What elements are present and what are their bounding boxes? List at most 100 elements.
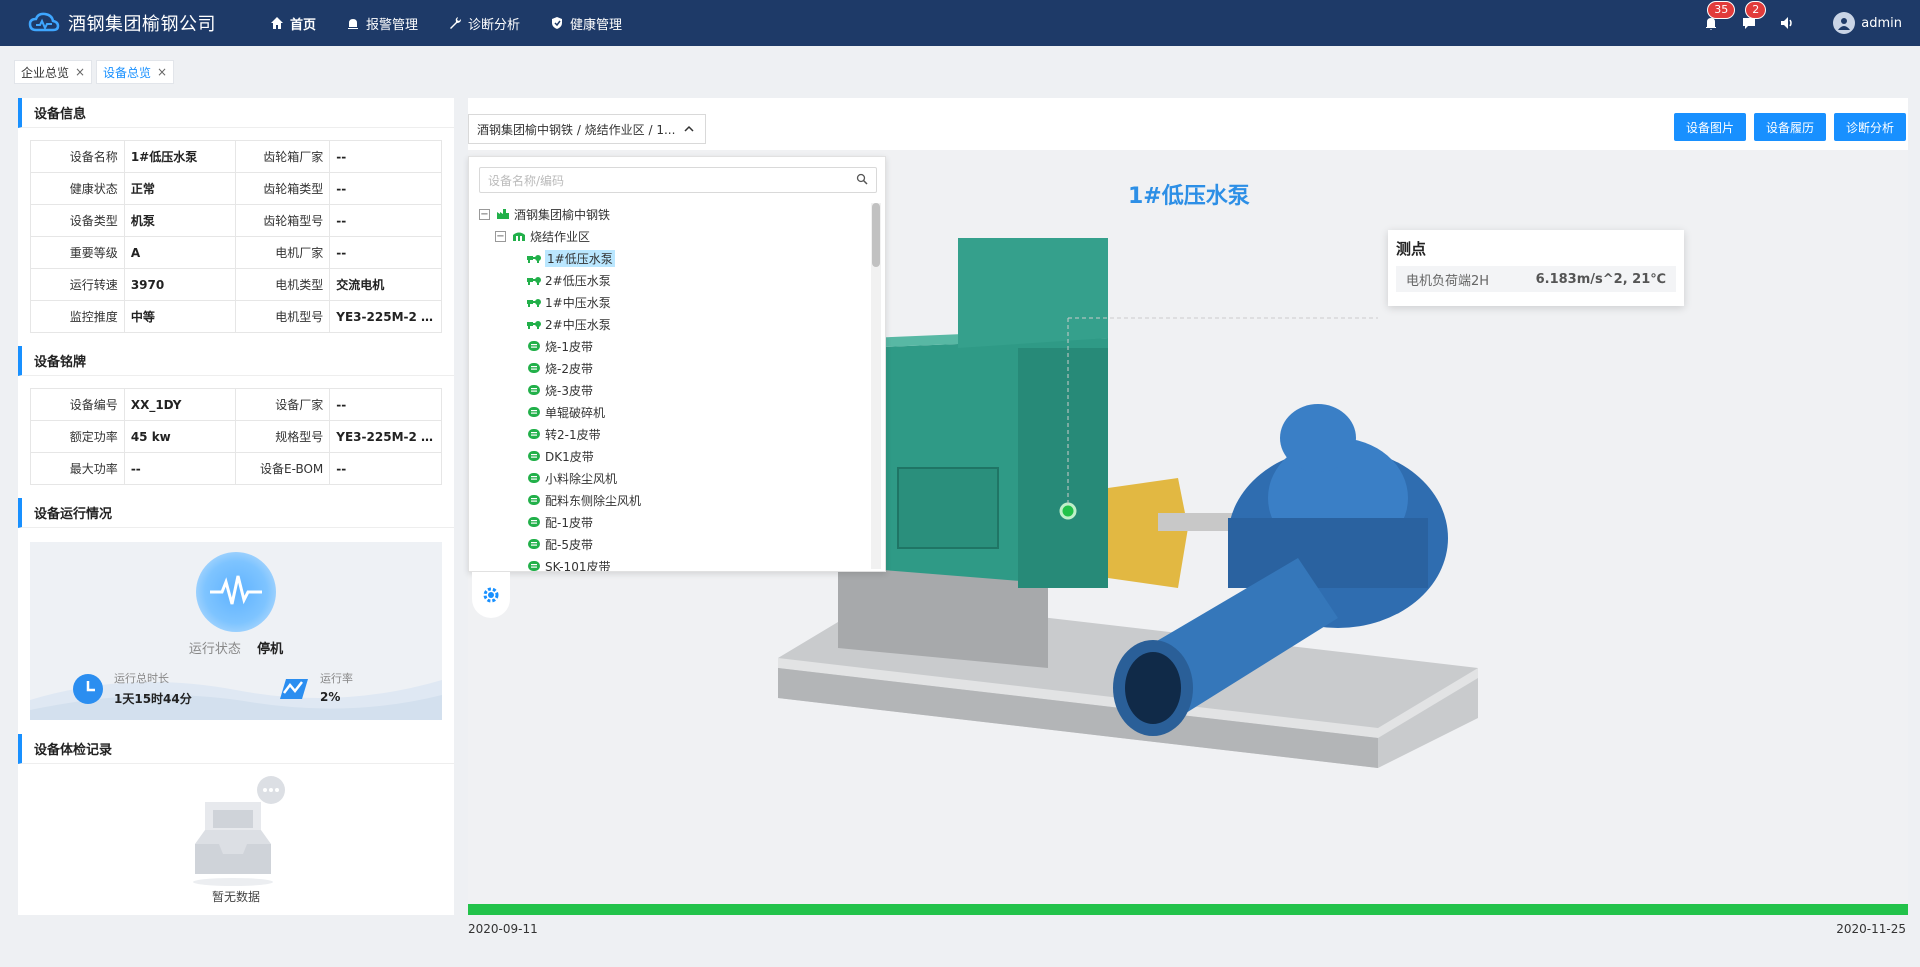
belt-icon bbox=[528, 385, 540, 395]
belt-icon bbox=[528, 473, 540, 483]
wrench-icon bbox=[450, 17, 462, 29]
device-selector[interactable]: 酒钢集团榆中钢铁 / 烧结作业区 / 1... bbox=[468, 114, 706, 144]
tree-item[interactable]: 2#中压水泵 bbox=[479, 313, 859, 335]
chevron-up-icon bbox=[684, 125, 694, 132]
tree-scrollbar[interactable] bbox=[871, 203, 881, 569]
message-notification[interactable]: 2 bbox=[1739, 1, 1767, 33]
message-badge: 2 bbox=[1745, 1, 1767, 19]
app-logo[interactable]: 酒钢集团榆钢公司 bbox=[28, 10, 258, 36]
timeline-bar[interactable] bbox=[468, 904, 1908, 915]
device-images-button[interactable]: 设备图片 bbox=[1674, 113, 1746, 141]
sound-toggle[interactable] bbox=[1777, 13, 1797, 33]
field-label: 电机型号 bbox=[235, 300, 331, 333]
pump-3d-model[interactable] bbox=[778, 238, 1678, 798]
empty-text: 暂无数据 bbox=[211, 890, 260, 904]
field-label: 监控推度 bbox=[30, 300, 125, 333]
tree-area[interactable]: − 烧结作业区 bbox=[479, 225, 859, 247]
empty-state bbox=[18, 774, 454, 897]
tree-item-label: 2#中压水泵 bbox=[545, 317, 611, 332]
tree-item[interactable]: SK-101皮带 bbox=[479, 555, 859, 572]
collapse-icon[interactable]: − bbox=[495, 230, 506, 242]
run-rate-value: 2% bbox=[320, 690, 341, 704]
field-value: -- bbox=[329, 236, 442, 269]
close-icon[interactable]: × bbox=[75, 65, 86, 79]
area-icon bbox=[513, 232, 525, 241]
tree-item[interactable]: 小料除尘风机 bbox=[479, 467, 859, 489]
close-icon[interactable]: × bbox=[157, 65, 168, 79]
alarm-badge: 35 bbox=[1707, 1, 1736, 19]
tree-item[interactable]: 转2-1皮带 bbox=[479, 423, 859, 445]
running-panel: 运行状态 停机 运行总时长 1天15时44分 运行率 2% bbox=[30, 542, 442, 720]
tree-item[interactable]: 1#低压水泵 bbox=[479, 247, 859, 269]
field-value: 交流电机 bbox=[329, 268, 442, 301]
diagnosis-button[interactable]: 诊断分析 bbox=[1834, 113, 1906, 141]
belt-icon bbox=[528, 341, 540, 351]
tree-item-label: 配-5皮带 bbox=[545, 537, 593, 552]
avatar bbox=[1833, 12, 1856, 34]
field-label: 齿轮箱类型 bbox=[235, 172, 331, 205]
device-history-button[interactable]: 设备履历 bbox=[1754, 113, 1826, 141]
tree-item-label: 小料除尘风机 bbox=[545, 471, 618, 486]
measure-point-row[interactable]: 电机负荷端2H 6.183m/s^2, 21℃ bbox=[1396, 266, 1676, 292]
field-value: -- bbox=[123, 452, 237, 485]
run-duration-stat: 运行总时长 1天15时44分 bbox=[72, 670, 192, 707]
run-rate-label: 运行率 bbox=[320, 672, 353, 685]
tree-root[interactable]: − 酒钢集团榆中钢铁 bbox=[479, 203, 859, 225]
field-value: 45 kw bbox=[123, 420, 237, 453]
field-value: 1#低压水泵 bbox=[123, 140, 237, 173]
tree-item[interactable]: 1#中压水泵 bbox=[479, 291, 859, 313]
tree-root-label: 酒钢集团榆中钢铁 bbox=[514, 207, 611, 222]
alarm-notification[interactable]: 35 bbox=[1701, 1, 1736, 33]
tree-item-label: 配-1皮带 bbox=[545, 515, 593, 530]
field-label: 重要等级 bbox=[30, 236, 125, 269]
tree-item[interactable]: 烧-3皮带 bbox=[479, 379, 859, 401]
tab-enterprise-overview[interactable]: 企业总览 × bbox=[14, 60, 93, 84]
tree-item[interactable]: 烧-2皮带 bbox=[479, 357, 859, 379]
tree-item[interactable]: 配-5皮带 bbox=[479, 533, 859, 555]
tree-item[interactable]: 烧-1皮带 bbox=[479, 335, 859, 357]
speaker-icon bbox=[1781, 17, 1793, 29]
main-header: 酒钢集团榆中钢铁 / 烧结作业区 / 1... 设备图片 设备履历 诊断分析 bbox=[468, 98, 1908, 150]
nav-diagnosis[interactable]: 诊断分析 bbox=[448, 14, 520, 33]
nav-alarm[interactable]: 报警管理 bbox=[346, 14, 418, 33]
collapse-icon[interactable]: − bbox=[479, 208, 490, 220]
table-row: 最大功率--设备E-BOM-- bbox=[30, 452, 442, 485]
tree-item-label: SK-101皮带 bbox=[545, 559, 611, 572]
gear-icon bbox=[483, 587, 499, 603]
tree-item[interactable]: 单辊破碎机 bbox=[479, 401, 859, 423]
measure-point-card[interactable]: 测点 电机负荷端2H 6.183m/s^2, 21℃ bbox=[1388, 230, 1684, 306]
field-label: 设备类型 bbox=[30, 204, 125, 237]
empty-inbox-icon bbox=[193, 776, 285, 886]
device-search-input[interactable]: 设备名称/编码 bbox=[479, 167, 877, 193]
settings-tab[interactable] bbox=[472, 572, 510, 618]
tab-device-overview[interactable]: 设备总览 × bbox=[96, 60, 175, 84]
tree-item[interactable]: 2#低压水泵 bbox=[479, 269, 859, 291]
field-value: -- bbox=[329, 452, 442, 485]
search-placeholder: 设备名称/编码 bbox=[488, 173, 565, 188]
nav-home[interactable]: 首页 bbox=[270, 14, 316, 33]
field-label: 额定功率 bbox=[30, 420, 125, 453]
shield-icon bbox=[552, 17, 563, 29]
scroll-thumb[interactable] bbox=[872, 203, 880, 267]
field-label: 电机厂家 bbox=[235, 236, 331, 269]
tabs-bar: 企业总览 × 设备总览 × bbox=[0, 46, 1920, 94]
tree-item[interactable]: 配-1皮带 bbox=[479, 511, 859, 533]
nav-home-label: 首页 bbox=[290, 17, 317, 33]
tab-label: 企业总览 bbox=[21, 65, 70, 80]
nav-health-label: 健康管理 bbox=[570, 17, 623, 33]
nav-health[interactable]: 健康管理 bbox=[550, 14, 622, 33]
field-label: 电机类型 bbox=[235, 268, 331, 301]
tree-item[interactable]: DK1皮带 bbox=[479, 445, 859, 467]
run-rate-stat: 运行率 2% bbox=[278, 670, 353, 704]
tree-item[interactable]: 配料东侧除尘风机 bbox=[479, 489, 859, 511]
field-value: XX_1DY bbox=[123, 388, 237, 421]
message-icon bbox=[1743, 18, 1756, 29]
user-menu[interactable]: admin bbox=[1833, 12, 1902, 34]
user-name: admin bbox=[1861, 15, 1902, 31]
search-icon[interactable] bbox=[856, 173, 868, 185]
run-duration-label: 运行总时长 bbox=[114, 672, 169, 685]
tree-area-label: 烧结作业区 bbox=[530, 229, 591, 244]
